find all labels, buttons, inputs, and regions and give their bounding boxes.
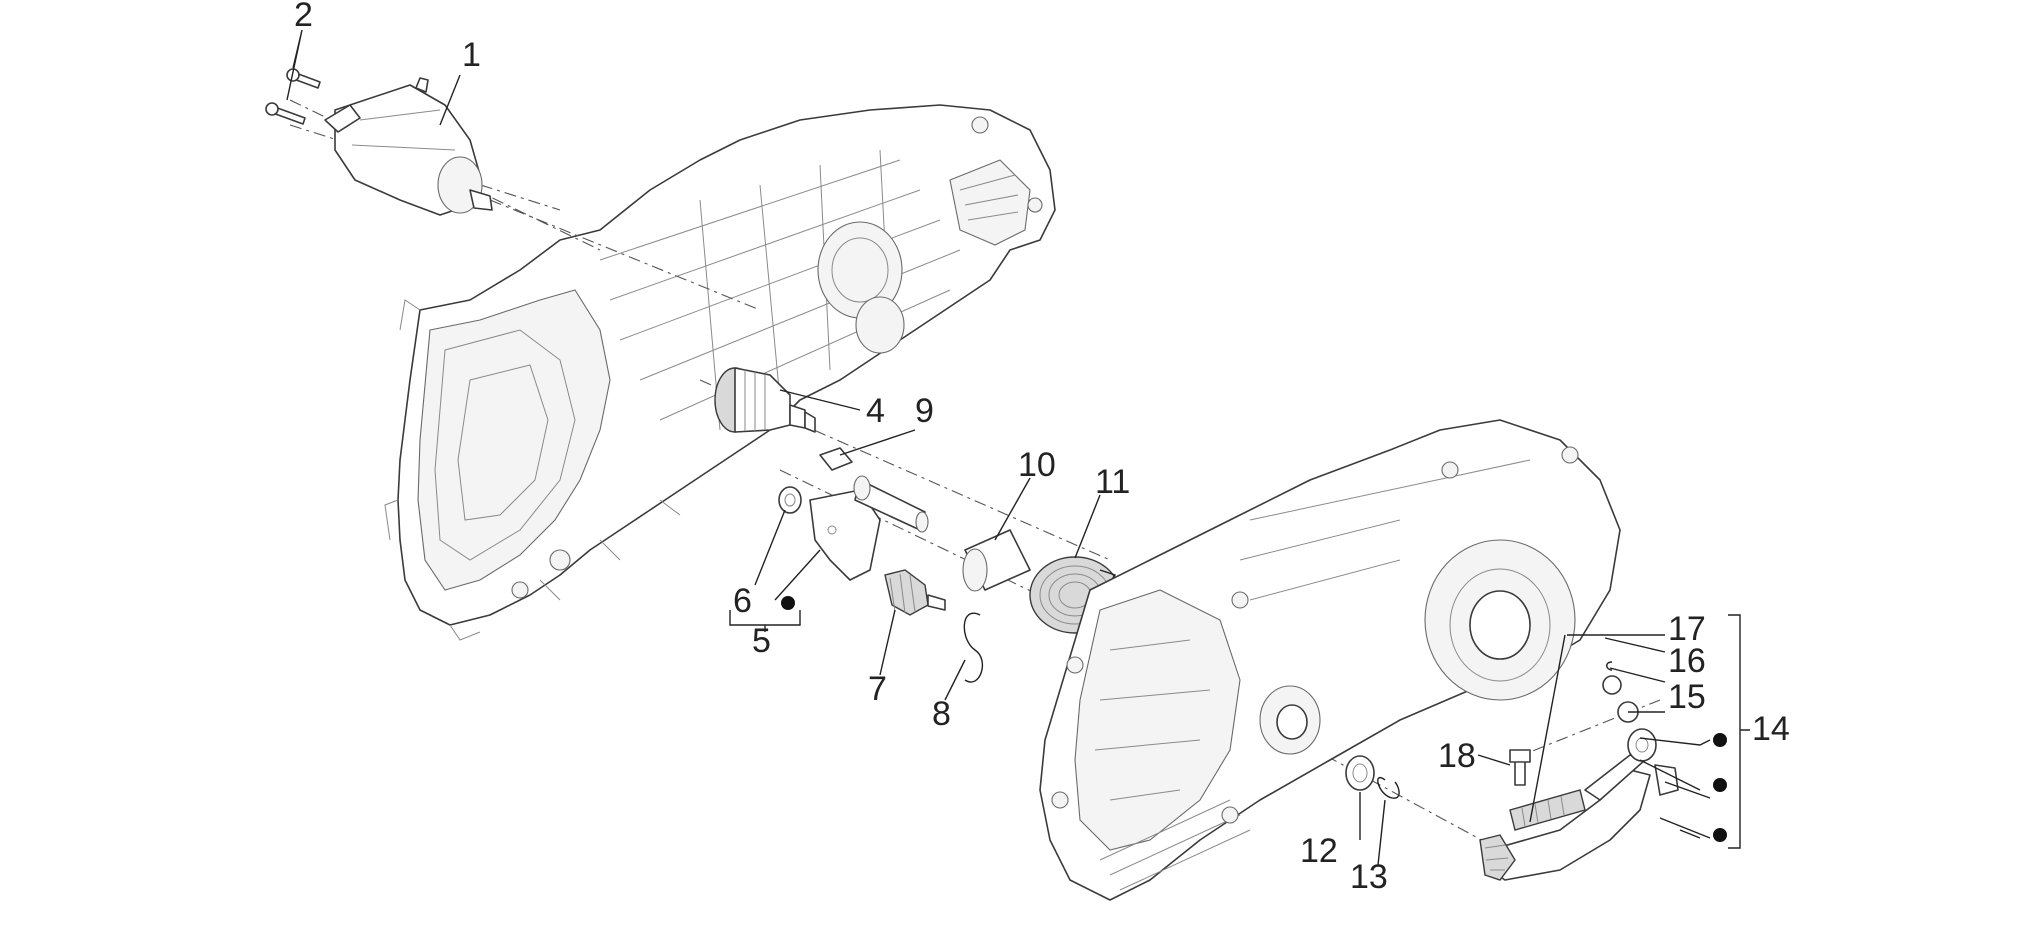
starter-pinion (714, 367, 816, 433)
label-9: 9 (915, 392, 934, 430)
nut (778, 486, 802, 514)
starter-bolts (265, 68, 321, 125)
label-8: 8 (932, 695, 951, 733)
label-1: 1 (462, 36, 481, 74)
kick-lever (1479, 661, 1679, 881)
label-18: 18 (1438, 737, 1476, 775)
leader-lines (286, 29, 1750, 866)
label-17: 17 (1668, 610, 1706, 648)
starter-motor (324, 77, 493, 216)
label-4: 4 (866, 392, 885, 430)
lever-bolt (1509, 749, 1531, 786)
transmission-cover (1039, 419, 1621, 901)
gear (884, 569, 946, 616)
washer-and-circlip (1345, 755, 1400, 799)
label-10: 10 (1018, 446, 1056, 484)
clip (819, 447, 853, 471)
bushing (962, 529, 1031, 592)
kick-start-shaft (809, 475, 929, 581)
crankcase (384, 104, 1056, 641)
label-16: 16 (1668, 642, 1706, 680)
callout-labels: 1 2 4 5 6 7 8 9 10 11 12 13 14 15 16 17 … (294, 0, 1790, 896)
label-12: 12 (1300, 832, 1338, 870)
label-2: 2 (294, 0, 313, 34)
spring-clip (963, 612, 984, 683)
label-6: 6 (733, 582, 752, 620)
label-14: 14 (1752, 710, 1790, 748)
label-15: 15 (1668, 678, 1706, 716)
kit-markers (781, 596, 1727, 842)
label-7: 7 (868, 670, 887, 708)
label-5: 5 (752, 622, 771, 660)
label-13: 13 (1350, 858, 1388, 896)
label-11: 11 (1095, 463, 1130, 501)
